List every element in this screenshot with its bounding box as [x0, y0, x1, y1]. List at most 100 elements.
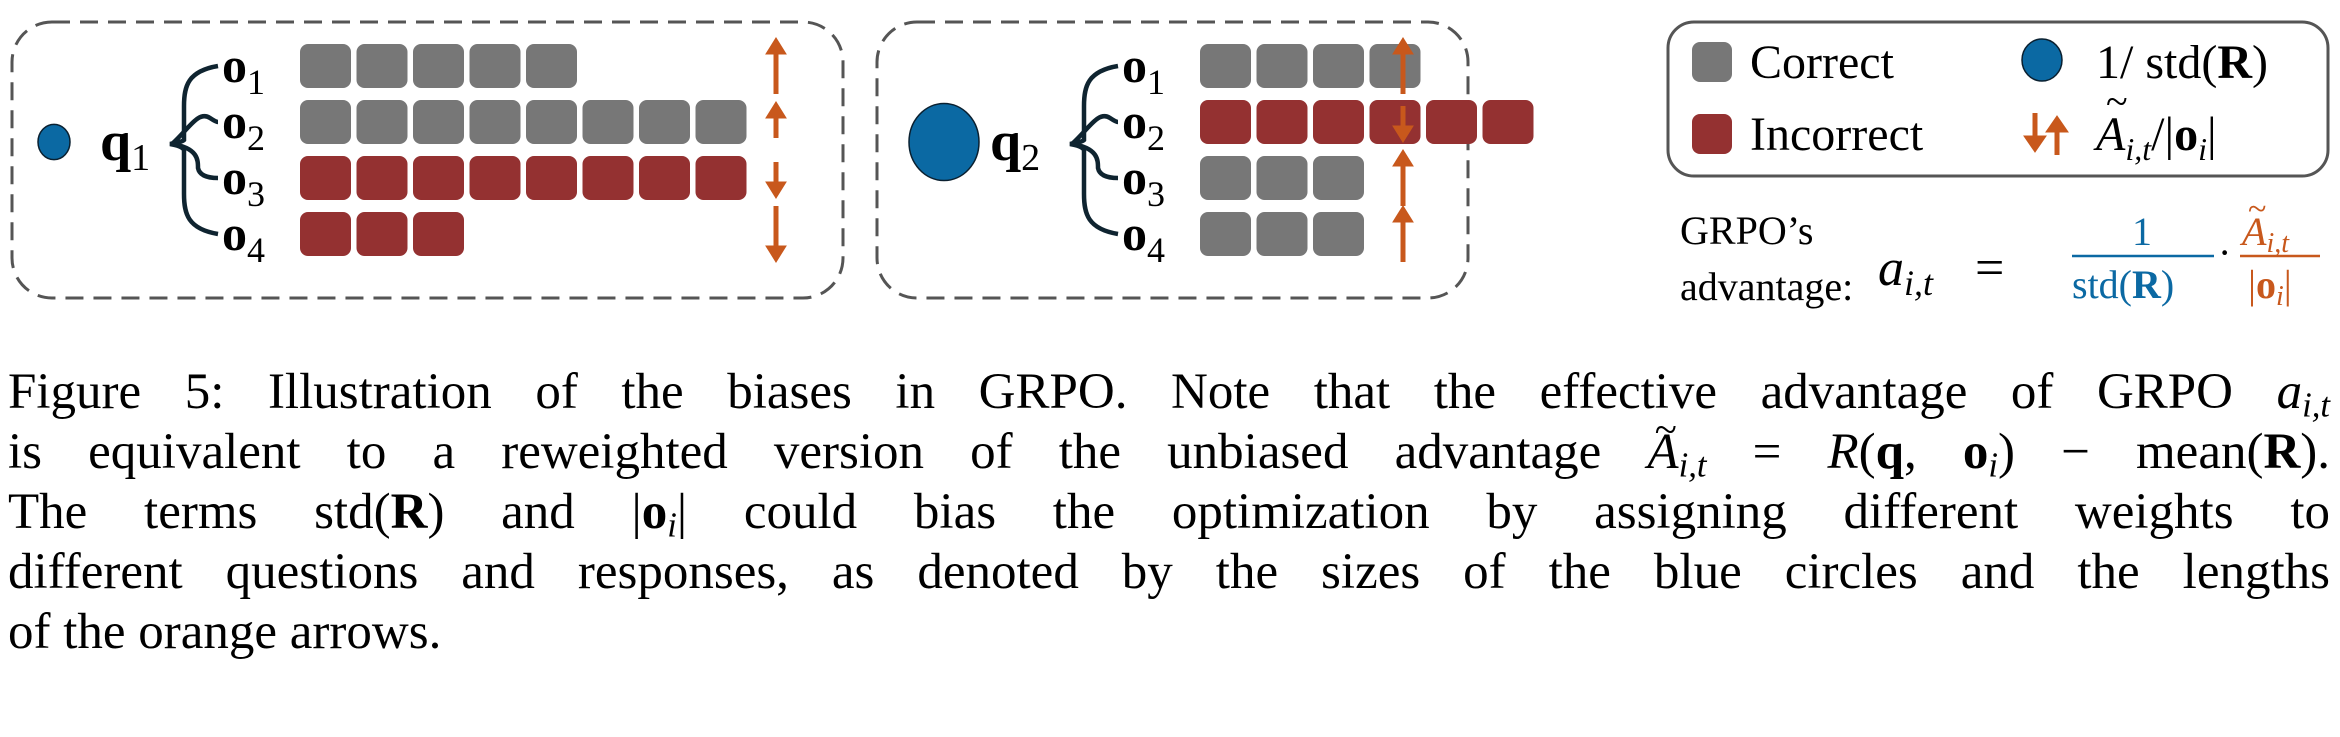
caption-text: | could bias the optimization by assigni…	[676, 484, 2330, 540]
caption-line: The terms std(R) and |oi| could bias the…	[8, 482, 2330, 542]
arrow-down-icon	[1392, 106, 1414, 143]
incorrect-token-block	[526, 156, 577, 200]
arrow-up-icon	[1392, 37, 1414, 94]
incorrect-token-block	[695, 156, 747, 200]
correct-token-block	[413, 100, 464, 144]
legend-correct-label: Correct	[1750, 36, 1895, 89]
response-label: o2	[222, 93, 265, 158]
caption-text: R	[390, 484, 428, 540]
arrow-down-icon	[765, 162, 787, 199]
response-row-3: o3	[1122, 149, 1414, 214]
caption-text: o	[641, 484, 668, 540]
response-label: o1	[1122, 37, 1165, 102]
incorrect-token-block	[1256, 100, 1308, 144]
caption-text: A	[1647, 400, 1678, 482]
incorrect-token-block	[469, 156, 521, 200]
correct-token-block	[582, 100, 634, 144]
caption-line: Figure 5: Illustration of the biases in …	[8, 362, 2330, 422]
correct-token-block	[526, 44, 577, 88]
response-row-2: o2	[222, 93, 787, 158]
caption-text: i	[667, 505, 677, 545]
incorrect-token-block	[1369, 100, 1421, 144]
correct-token-block	[1313, 44, 1364, 88]
correct-token-block	[1313, 156, 1364, 200]
formula-den1: std(R)	[2072, 262, 2174, 307]
formula-title-line2: advantage:	[1680, 264, 1853, 309]
panel-dashed-border	[10, 20, 845, 300]
incorrect-token-block	[300, 212, 351, 256]
legend-correct-swatch	[1692, 42, 1732, 82]
formula-equals: =	[1975, 240, 2004, 297]
response-brace-branch	[170, 114, 219, 146]
caption-text: i,t	[1678, 445, 1707, 485]
caption-text: i	[1988, 445, 1999, 485]
correct-token-block	[356, 100, 408, 144]
response-row-2: o2	[1122, 93, 1534, 158]
incorrect-token-block	[1426, 100, 1477, 144]
figure-caption: Figure 5: Illustration of the biases in …	[8, 362, 2330, 662]
arrow-down-icon	[765, 206, 787, 263]
caption-text: R	[1827, 424, 1859, 480]
caption-text: ,	[1904, 424, 1963, 480]
response-label: o4	[1122, 205, 1165, 270]
response-label: o4	[222, 205, 265, 270]
tilde-mark: ~	[2248, 191, 2266, 228]
std-weight-circle	[37, 123, 71, 161]
caption-text: ) − mean(	[1998, 424, 2264, 480]
caption-text: Figure 5: Illustration of the biases in …	[8, 364, 2277, 420]
incorrect-token-block	[356, 212, 408, 256]
formula-dot: ·	[2218, 230, 2231, 275]
caption-text: a	[2276, 364, 2303, 420]
caption-text: ) and |	[427, 484, 642, 540]
correct-token-block	[526, 100, 577, 144]
response-row-4: o4	[1122, 205, 1414, 270]
response-brace-branch	[1070, 114, 1119, 146]
correct-token-block	[1369, 44, 1421, 88]
response-brace-branch	[1071, 141, 1119, 181]
response-brace-branch	[171, 141, 219, 181]
response-row-1: o1	[1122, 37, 1421, 102]
correct-token-block	[639, 100, 690, 144]
arrow-up-icon	[1392, 149, 1414, 206]
incorrect-token-block	[639, 156, 690, 200]
correct-token-block	[695, 100, 747, 144]
panel-dashed-border	[875, 20, 1470, 300]
correct-token-block	[1200, 156, 1251, 200]
caption-text: The terms std(	[8, 484, 391, 540]
correct-token-block	[413, 44, 464, 88]
correct-token-block	[1256, 156, 1308, 200]
formula-num2: Ai,t	[2239, 209, 2290, 259]
caption-text: =	[1706, 424, 1828, 480]
incorrect-token-block	[1200, 100, 1251, 144]
correct-token-block	[1256, 212, 1308, 256]
caption-text: o	[1962, 424, 1989, 480]
incorrect-token-block	[1482, 100, 1534, 144]
legend: Correct Incorrect 1/ std(R) Ai,t/|oi| ~	[1666, 20, 2330, 178]
correct-token-block	[356, 44, 408, 88]
caption-text: of the orange arrows.	[8, 604, 442, 660]
caption-text: R	[2263, 424, 2301, 480]
correct-token-block	[469, 44, 521, 88]
correct-token-block	[300, 44, 351, 88]
correct-token-block	[1313, 212, 1364, 256]
response-label: o1	[222, 37, 265, 102]
caption-line: is equivalent to a reweighted version of…	[8, 400, 2330, 485]
response-row-1: o1	[222, 37, 787, 102]
caption-text: q	[1875, 424, 1905, 480]
question-label: q1	[100, 111, 150, 179]
caption-text: (	[1858, 424, 1876, 480]
formula-den2: |oi|	[2248, 262, 2292, 312]
incorrect-token-block	[582, 156, 634, 200]
legend-arrows-icon	[2023, 113, 2069, 155]
correct-token-block	[469, 100, 521, 144]
response-row-4: o4	[222, 205, 787, 270]
arrow-up-icon	[1392, 205, 1414, 262]
legend-circle-icon	[2021, 38, 2063, 82]
correct-token-block	[300, 100, 351, 144]
response-label: o2	[1122, 93, 1165, 158]
correct-token-block	[1256, 44, 1308, 88]
formula-num1: 1	[2132, 209, 2152, 254]
correct-token-block	[1200, 44, 1251, 88]
response-brace	[1069, 63, 1119, 237]
